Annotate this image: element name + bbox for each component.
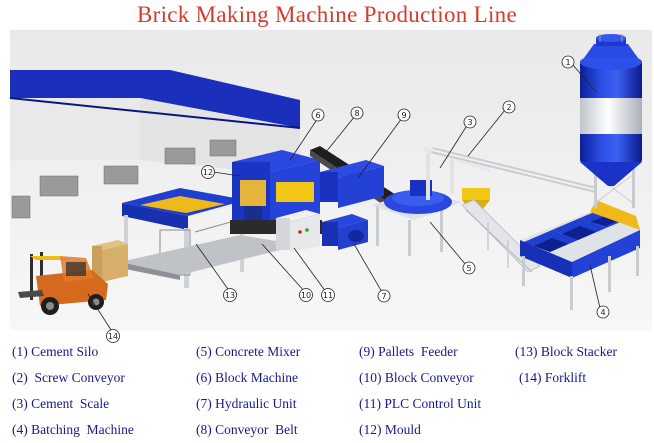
svg-text:5: 5 bbox=[466, 264, 471, 273]
block-conveyor bbox=[120, 235, 300, 280]
legend-item-block-machine: (6) Block Machine bbox=[196, 370, 298, 385]
callout-6: 6 bbox=[311, 108, 325, 122]
legend-item-pallets-feeder: (9) Pallets Feeder bbox=[359, 344, 458, 359]
legend-item-hydraulic-unit: (7) Hydraulic Unit bbox=[196, 396, 297, 411]
svg-text:7: 7 bbox=[381, 292, 386, 301]
callout-10: 10 bbox=[299, 288, 313, 302]
callout-12: 12 bbox=[201, 165, 215, 179]
callout-5: 5 bbox=[462, 261, 476, 275]
legend-item-screw-conveyor: (2) Screw Conveyor bbox=[12, 370, 125, 385]
callout-7: 7 bbox=[377, 289, 391, 303]
svg-text:14: 14 bbox=[108, 332, 118, 341]
callout-4: 4 bbox=[596, 305, 610, 319]
stacked-blocks bbox=[11, 139, 237, 219]
callout-11: 11 bbox=[321, 288, 335, 302]
legend-item-cement-silo: (1) Cement Silo bbox=[12, 344, 99, 359]
legend-item-forklift: (14) Forklift bbox=[519, 370, 587, 385]
callout-lines bbox=[87, 64, 601, 334]
legend-item-block-stacker: (13) Block Stacker bbox=[515, 344, 617, 359]
svg-text:3: 3 bbox=[467, 118, 472, 127]
callout-9: 9 bbox=[397, 108, 411, 122]
legend-item-batching-machine: (4) Batching Machine bbox=[12, 422, 134, 437]
hydraulic-unit bbox=[322, 214, 368, 250]
svg-text:4: 4 bbox=[600, 308, 605, 317]
legend-item-mould: (12) Mould bbox=[359, 422, 421, 437]
screw-conveyor bbox=[431, 147, 597, 193]
svg-text:11: 11 bbox=[323, 291, 333, 300]
callout-14: 14 bbox=[106, 329, 120, 343]
svg-text:8: 8 bbox=[354, 109, 359, 118]
diagram-title: Brick Making Machine Production Line bbox=[136, 2, 517, 27]
legend-item-conveyor-belt: (8) Conveyor Belt bbox=[196, 422, 298, 437]
batching-machine bbox=[520, 200, 640, 310]
svg-text:6: 6 bbox=[315, 111, 320, 120]
cement-silo bbox=[580, 34, 642, 208]
legend-item-cement-scale: (3) Cement Scale bbox=[12, 396, 110, 411]
svg-text:13: 13 bbox=[225, 291, 235, 300]
callout-2: 2 bbox=[502, 100, 516, 114]
callout-1: 1 bbox=[561, 55, 575, 69]
svg-text:1: 1 bbox=[565, 58, 570, 67]
svg-text:2: 2 bbox=[506, 103, 511, 112]
callout-8: 8 bbox=[350, 106, 364, 120]
legend-item-block-conveyor: (10) Block Conveyor bbox=[359, 370, 474, 385]
svg-text:10: 10 bbox=[301, 291, 311, 300]
svg-text:9: 9 bbox=[401, 111, 406, 120]
callout-13: 13 bbox=[223, 288, 237, 302]
legend-item-plc-control-unit: (11) PLC Control Unit bbox=[359, 396, 482, 411]
plc-control-unit bbox=[276, 210, 320, 252]
callout-markers: 1 2 3 4 5 6 7 8 9 10 11 12 13 14 bbox=[106, 55, 610, 343]
legend-item-concrete-mixer: (5) Concrete Mixer bbox=[196, 344, 301, 359]
callout-3: 3 bbox=[463, 115, 477, 129]
pallet-stack bbox=[92, 240, 128, 282]
svg-text:12: 12 bbox=[203, 168, 213, 177]
block-machine bbox=[230, 150, 322, 234]
